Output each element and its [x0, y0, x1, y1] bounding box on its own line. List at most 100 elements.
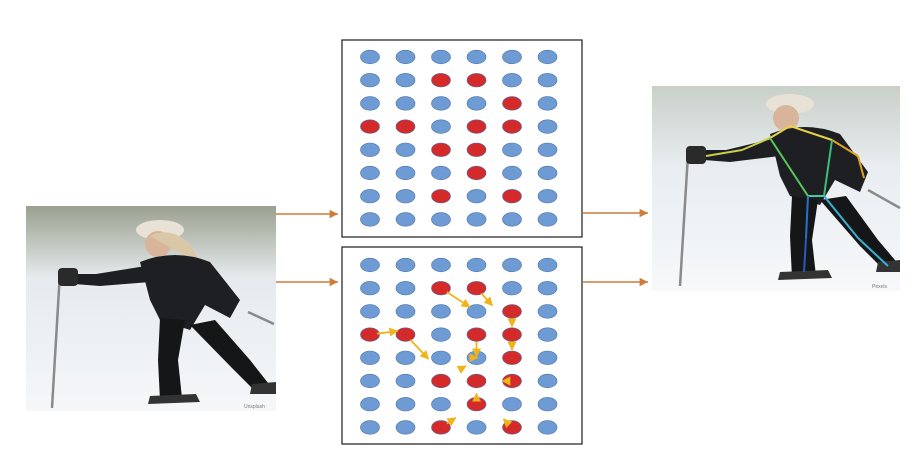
active-sampling-point: [502, 350, 522, 365]
pose-skeleton: [705, 125, 889, 273]
sampling-point: [431, 304, 451, 319]
sampling-point: [360, 373, 380, 389]
photo-credit-label: Pexels: [872, 284, 888, 290]
active-sampling-point: [431, 281, 451, 296]
sampling-point: [502, 49, 522, 65]
sampling-point: [395, 304, 416, 319]
sampling-point: [466, 49, 487, 65]
sampling-point: [431, 165, 451, 181]
offset-arrow: [446, 291, 471, 308]
sampling-point: [360, 304, 380, 319]
active-sampling-point: [502, 327, 522, 342]
photo-credit-label: Unsplash: [244, 404, 265, 410]
sampling-point: [360, 350, 380, 365]
sampling-point: [395, 281, 416, 296]
sampling-point: [395, 49, 416, 65]
active-sampling-point: [466, 142, 487, 157]
sampling-point: [360, 281, 380, 296]
sampling-point: [360, 257, 380, 273]
regular-sampling-grid: [360, 49, 558, 227]
sampling-point: [537, 281, 558, 296]
sampling-point: [537, 73, 558, 88]
offset-arrow: [480, 292, 494, 307]
active-sampling-point: [466, 281, 487, 296]
active-sampling-point: [502, 189, 522, 204]
offset-arrow: [502, 418, 513, 428]
sampling-point: [395, 165, 416, 181]
sampling-point: [537, 397, 558, 412]
sampling-point: [431, 212, 451, 227]
active-sampling-point: [502, 96, 522, 111]
sampling-point: [502, 212, 522, 227]
offset-arrow: [376, 327, 399, 337]
active-sampling-point: [502, 373, 522, 389]
sampling-point: [502, 165, 522, 181]
sampling-point: [537, 165, 558, 181]
active-sampling-point: [360, 327, 380, 342]
sampling-point: [360, 165, 380, 181]
offset-arrow: [409, 339, 430, 360]
active-sampling-point: [502, 119, 522, 134]
sampling-point: [395, 212, 416, 227]
active-sampling-point: [431, 189, 451, 204]
sampling-point: [431, 327, 451, 342]
active-sampling-point: [466, 73, 487, 88]
sampling-point: [466, 420, 487, 435]
sampling-point: [537, 96, 558, 111]
active-sampling-point: [395, 327, 416, 342]
active-sampling-point: [431, 373, 451, 389]
sampling-point: [395, 73, 416, 88]
sampling-point: [360, 73, 380, 88]
sampling-point: [537, 142, 558, 157]
active-sampling-point: [466, 373, 487, 389]
sampling-point: [502, 73, 522, 88]
sampling-point: [395, 397, 416, 412]
sampling-point: [395, 373, 416, 389]
sampling-point: [431, 350, 451, 365]
sampling-point: [395, 189, 416, 204]
output-photo: Pexels: [652, 86, 901, 291]
active-sampling-point: [431, 73, 451, 88]
sampling-point: [502, 142, 522, 157]
active-sampling-point: [395, 119, 416, 134]
active-sampling-point: [431, 142, 451, 157]
input-photo: Unsplash: [26, 206, 276, 411]
sampling-point: [466, 212, 487, 227]
sampling-point: [431, 397, 451, 412]
active-sampling-point: [466, 397, 487, 412]
sampling-point: [395, 350, 416, 365]
active-sampling-point: [360, 119, 380, 134]
offset-arrow: [456, 365, 467, 374]
sampling-point: [537, 119, 558, 134]
active-sampling-point: [431, 420, 451, 435]
sampling-point: [360, 212, 380, 227]
sampling-point: [537, 49, 558, 65]
sampling-point: [502, 397, 522, 412]
sampling-point: [537, 212, 558, 227]
sampling-point: [466, 257, 487, 273]
deformable-sampling-grid: [360, 257, 558, 435]
skier-figure-icon: [58, 220, 276, 404]
sampling-point: [431, 49, 451, 65]
active-sampling-point: [466, 327, 487, 342]
sampling-point: [360, 96, 380, 111]
deformable-grid-frame: [341, 246, 583, 445]
sampling-point: [395, 420, 416, 435]
sampling-point: [360, 420, 380, 435]
sampling-point: [360, 397, 380, 412]
offset-arrow: [446, 417, 457, 427]
sampling-point: [466, 96, 487, 111]
active-sampling-point: [466, 165, 487, 181]
sampling-point: [537, 327, 558, 342]
sampling-point: [537, 420, 558, 435]
sampling-point: [502, 281, 522, 296]
active-sampling-point: [466, 119, 487, 134]
sampling-point: [466, 189, 487, 204]
sampling-point: [431, 257, 451, 273]
sampling-point: [395, 142, 416, 157]
active-sampling-point: [502, 304, 522, 319]
sampling-point: [537, 350, 558, 365]
sampling-point: [537, 304, 558, 319]
sampling-point: [502, 257, 522, 273]
